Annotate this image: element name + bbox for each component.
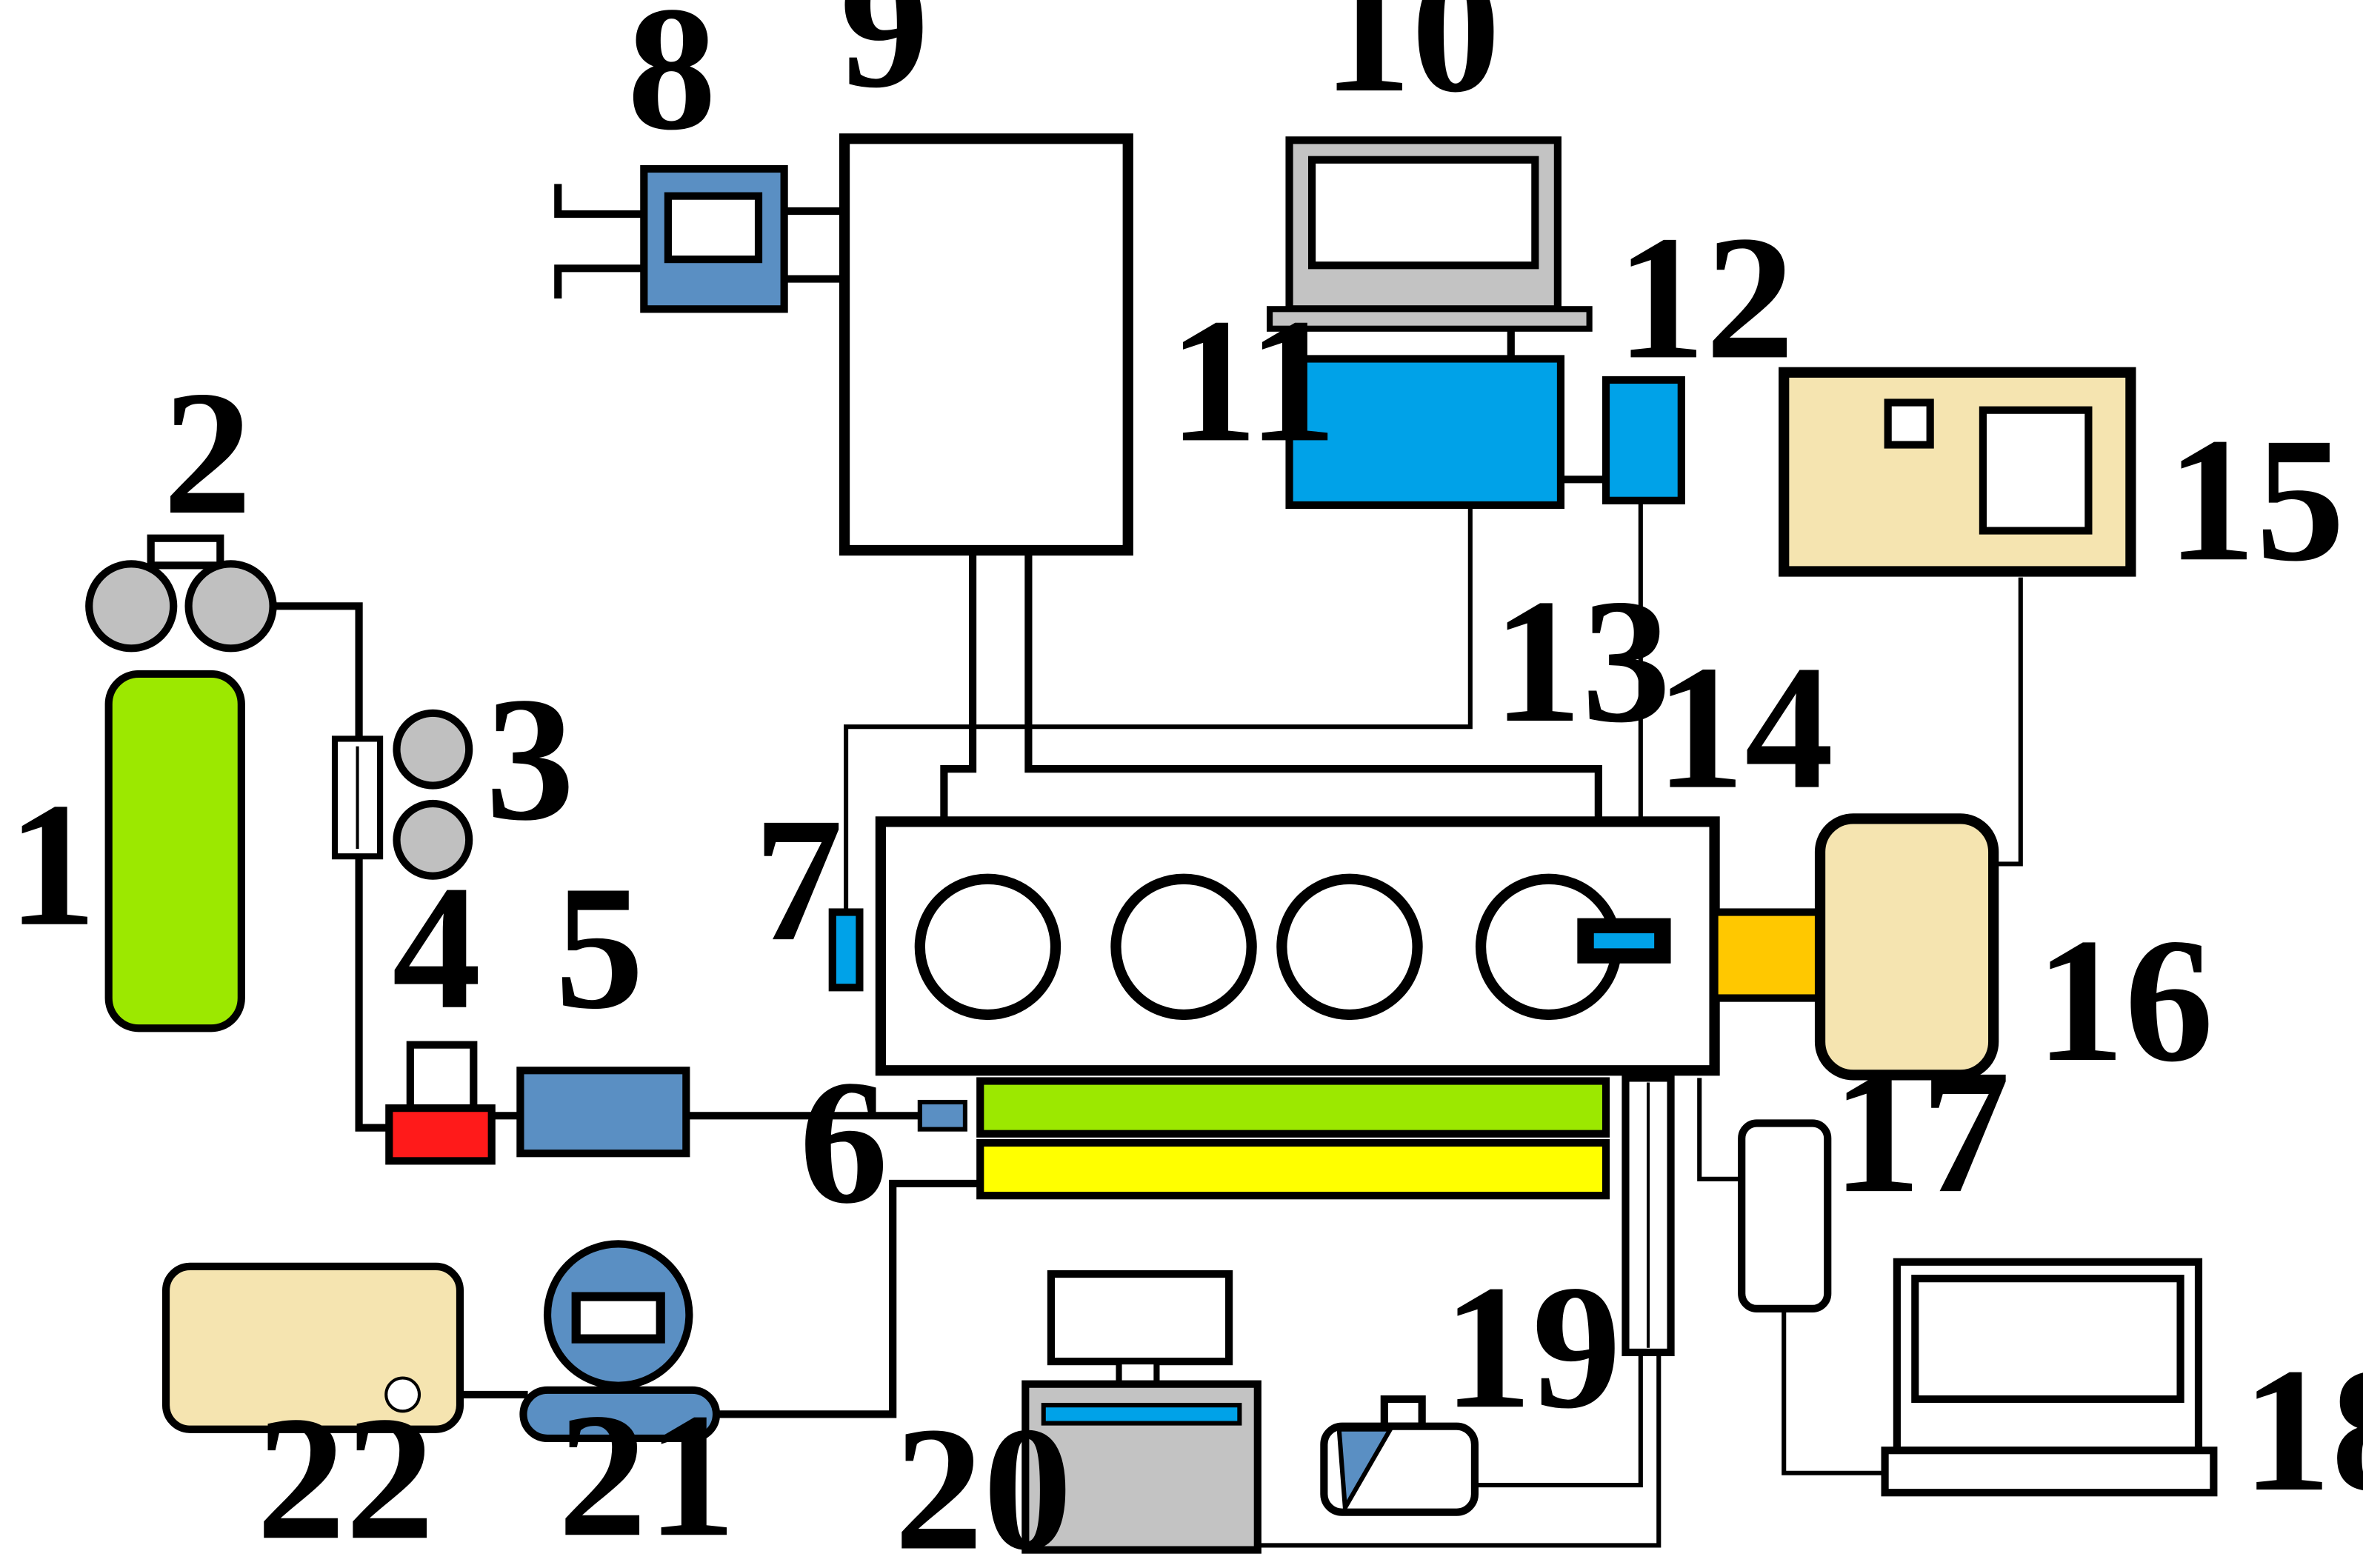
gas-rail — [976, 1077, 1610, 1138]
injector-controller — [516, 1067, 690, 1158]
label-19: 19 — [1443, 1248, 1621, 1445]
component-labels: 1 2 3 4 5 6 7 8 9 10 11 12 13 14 15 16 1… — [7, 0, 2363, 1568]
label-8: 8 — [627, 0, 716, 167]
label-20: 20 — [894, 1390, 1072, 1568]
analyzer-panel — [1041, 1403, 1242, 1426]
combustion-analyzer — [1285, 355, 1565, 510]
label-22: 22 — [256, 1379, 434, 1568]
label-17: 17 — [1832, 1032, 2010, 1230]
inlet-pipe-top — [554, 184, 644, 218]
monitor-base — [1267, 306, 1593, 332]
engine-cylinder-1 — [914, 873, 1061, 1021]
laptop-screen — [1911, 1275, 2184, 1404]
fuel-consumption-meter — [519, 1386, 721, 1443]
label-13: 13 — [1493, 562, 1670, 759]
label-15: 15 — [2167, 401, 2344, 598]
fuel-meter-display — [571, 1292, 665, 1344]
intake-pipe-left — [940, 550, 977, 822]
label-11: 11 — [1169, 281, 1337, 478]
intake-air-tank — [839, 133, 1133, 556]
label-6: 6 — [799, 1043, 888, 1240]
monitor-screen — [1307, 156, 1539, 270]
label-1: 1 — [7, 766, 96, 963]
engine-cylinder-2 — [1110, 873, 1257, 1021]
signal-line-19 — [1462, 1352, 1643, 1488]
controller-indicator — [1884, 398, 1934, 449]
gauge-lower — [393, 799, 473, 880]
signal-line-17 — [1697, 1078, 1742, 1181]
label-4: 4 — [392, 849, 481, 1046]
crank-angle-sensor — [828, 908, 864, 992]
pressure-regulator — [385, 1104, 496, 1165]
drive-coupling — [1710, 908, 1824, 1002]
air-flow-display — [664, 192, 763, 264]
label-10: 10 — [1322, 0, 1500, 129]
intake-pipe-right — [1024, 550, 1602, 822]
pressure-gauge-left — [85, 560, 178, 653]
fuel-pipe-21-6 — [716, 1179, 981, 1418]
label-3: 3 — [486, 660, 575, 857]
exhaust-pipe — [1622, 1074, 1675, 1357]
label-14: 14 — [1656, 629, 1833, 826]
analyzer-monitor — [1047, 1270, 1233, 1366]
pressure-gauge-right — [184, 560, 277, 653]
label-5: 5 — [555, 849, 644, 1046]
inlet-pipe-bottom — [554, 264, 644, 299]
fuel-rail — [976, 1138, 1610, 1200]
pipes — [274, 184, 1607, 1418]
signal-line-20 — [1257, 1352, 1662, 1548]
gauge-upper — [393, 709, 473, 790]
signal-line-13 — [844, 507, 1473, 943]
gas-pipe-lower — [355, 856, 390, 1132]
signal-line-15 — [1993, 577, 2023, 867]
dynamometer — [1814, 813, 1999, 1081]
charge-amplifier — [1602, 376, 1685, 504]
controller-display — [1979, 406, 2093, 535]
engine-cylinder-3 — [1276, 873, 1423, 1021]
label-16: 16 — [2036, 901, 2213, 1098]
label-7: 7 — [754, 781, 843, 978]
label-2: 2 — [163, 354, 252, 551]
fuel-tank-outlet — [384, 1376, 421, 1413]
label-9: 9 — [840, 0, 929, 124]
gas-injector-nozzle — [917, 1099, 967, 1132]
signal-lines — [844, 501, 2023, 1548]
smoke-meter-window — [1336, 1427, 1395, 1515]
gas-cylinder — [104, 670, 245, 1032]
regulator-head — [406, 1041, 478, 1112]
label-12: 12 — [1616, 198, 1794, 396]
gas-pipe-upper — [274, 602, 363, 739]
pressure-sensor-tip — [1593, 933, 1655, 949]
exhaust-sensor — [1738, 1119, 1832, 1312]
signal-line-18 — [1782, 1308, 1890, 1475]
label-21: 21 — [558, 1376, 736, 1568]
cylinder-valve — [85, 534, 277, 653]
label-18: 18 — [2242, 1331, 2363, 1528]
laptop-base — [1881, 1447, 2218, 1497]
